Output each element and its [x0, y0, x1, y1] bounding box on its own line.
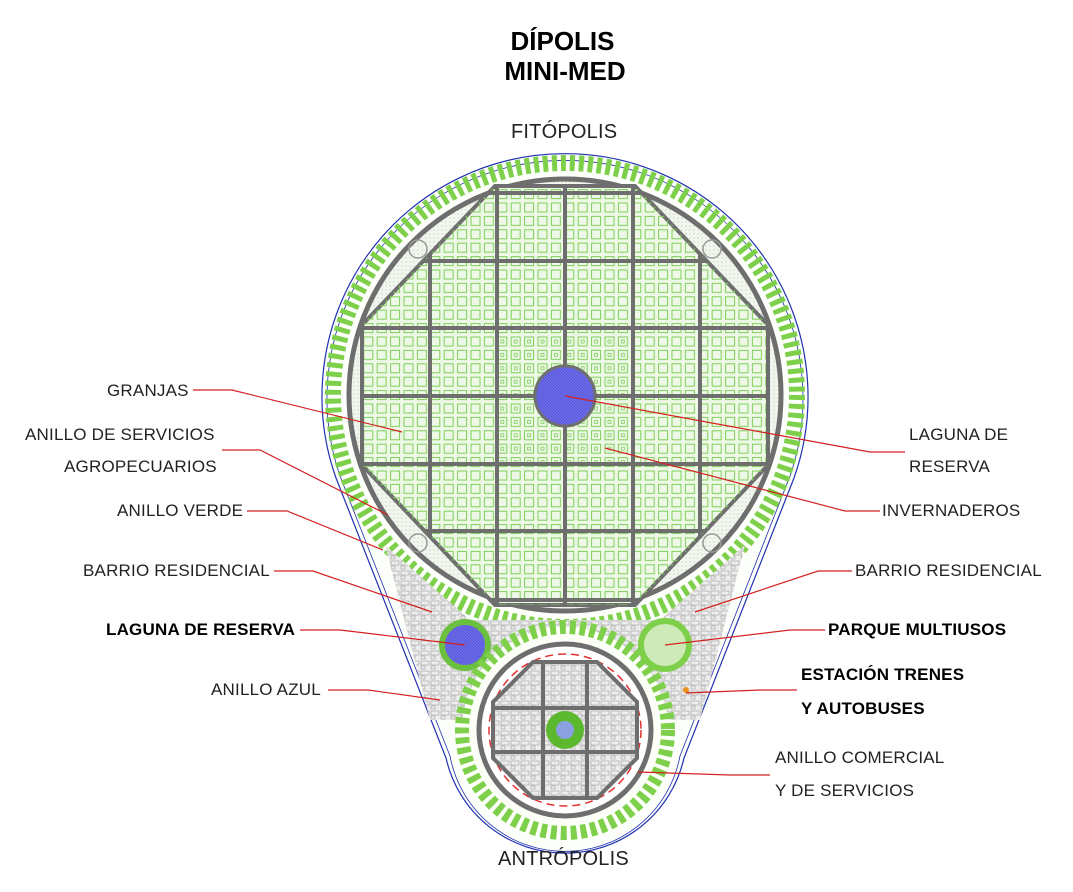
title-line-1: DÍPOLIS [510, 26, 615, 56]
label-anillo-verde: ANILLO VERDE [117, 501, 244, 520]
label-barrio-left: BARRIO RESIDENCIAL [83, 561, 270, 580]
label-servicios-1: ANILLO DE SERVICIOS [25, 425, 215, 444]
label-invernaderos: INVERNADEROS [882, 501, 1021, 520]
well-icon [408, 239, 428, 259]
label-servicios-2: AGROPECUARIOS [64, 457, 217, 476]
well-icon [702, 239, 722, 259]
title-line-2: MINI-MED [504, 56, 626, 86]
label-granjas: GRANJAS [107, 381, 189, 400]
label-laguna-right-2: RESERVA [909, 457, 991, 476]
label-laguna-right-1: LAGUNA DE [909, 425, 1009, 444]
label-barrio-right: BARRIO RESIDENCIAL [855, 561, 1042, 580]
label-estacion-1: ESTACIÓN TRENES [801, 665, 965, 684]
label-comercial-1: ANILLO COMERCIAL [775, 748, 945, 767]
station-marker [683, 687, 689, 693]
leader-lines [193, 389, 905, 776]
label-anillo-azul: ANILLO AZUL [211, 680, 321, 699]
well-icon [408, 533, 428, 553]
antropolis-label: ANTRÓPOLIS [498, 848, 629, 870]
label-estacion-2: Y AUTOBUSES [801, 699, 925, 718]
fitopolis-label: FITÓPOLIS [511, 121, 618, 143]
label-parque: PARQUE MULTIUSOS [828, 620, 1007, 639]
well-icon [702, 533, 722, 553]
label-comercial-2: Y DE SERVICIOS [775, 781, 915, 800]
label-laguna-left: LAGUNA DE RESERVA [106, 620, 296, 639]
